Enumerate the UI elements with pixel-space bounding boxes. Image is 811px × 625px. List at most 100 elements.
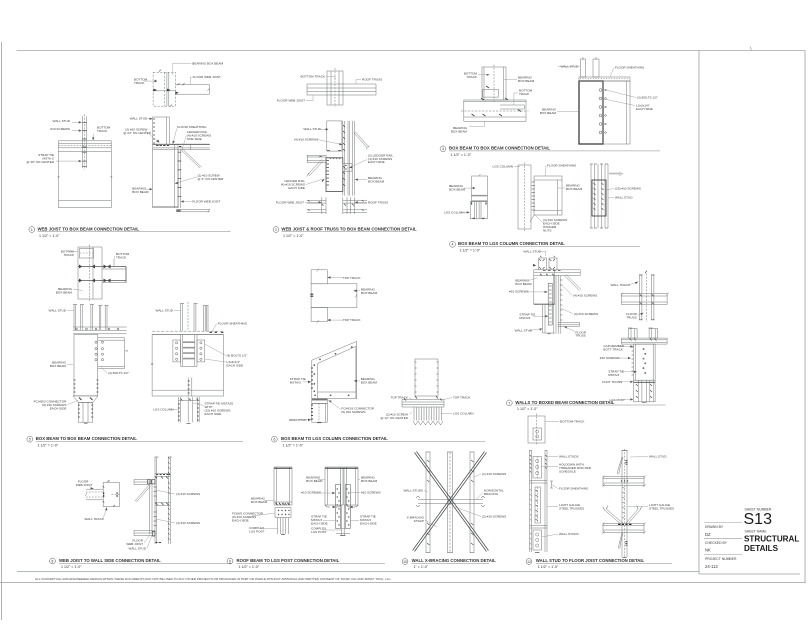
svg-text:WALL STUD: WALL STUD <box>156 309 174 313</box>
svg-text:BOX BEAM: BOX BEAM <box>451 130 468 134</box>
svg-text:LGS POST: LGS POST <box>609 398 625 402</box>
svg-text:STRAP TIE: STRAP TIE <box>311 515 327 519</box>
svg-text:STEEL TRUSSES: STEEL TRUSSES <box>559 507 584 511</box>
svg-text:WALL STUD: WALL STUD <box>49 309 67 313</box>
svg-text:BOTTOM TRACK: BOTTOM TRACK <box>301 75 326 79</box>
svg-text:FLOOR SHEATHING: FLOOR SHEATHING <box>177 125 207 129</box>
svg-text:BEARING: BEARING <box>132 187 147 191</box>
svg-text:HANGER: HANGER <box>543 225 557 229</box>
svg-text:5: 5 <box>29 438 31 442</box>
svg-text:@ 24" ON CENTER: @ 24" ON CENTER <box>123 131 151 135</box>
svg-text:WEB JOIST TO BOX BEAM CONNECTI: WEB JOIST TO BOX BEAM CONNECTION DETAIL <box>38 226 140 231</box>
svg-text:BOTTOM: BOTTOM <box>134 78 148 82</box>
svg-text:TRACK: TRACK <box>519 92 530 96</box>
svg-text:SCHEDULE: SCHEDULE <box>559 470 576 474</box>
svg-text:WEB JOIST: WEB JOIST <box>76 483 93 487</box>
svg-text:BRACING: BRACING <box>484 492 499 496</box>
svg-text:#10 SCREWS: #10 SCREWS <box>50 127 70 131</box>
svg-text:(4) #10 SCREWS: (4) #10 SCREWS <box>176 492 200 496</box>
svg-text:BOX BEAM: BOX BEAM <box>515 282 532 286</box>
svg-text:WALL STUD: WALL STUD <box>129 547 147 551</box>
svg-text:TRACK: TRACK <box>467 75 478 79</box>
svg-text:BEARING: BEARING <box>515 279 530 283</box>
svg-text:WALL TRACK: WALL TRACK <box>611 283 631 287</box>
svg-text:2: 2 <box>275 228 277 232</box>
svg-text:1 1/2" = 1'-0": 1 1/2" = 1'-0" <box>239 565 260 569</box>
svg-text:ROOF TRUSS: ROOF TRUSS <box>362 78 382 82</box>
svg-text:BEARING: BEARING <box>566 184 581 188</box>
svg-text:(4) #10 SCREWS: (4) #10 SCREWS <box>176 521 200 525</box>
svg-text:BOTTOM: BOTTOM <box>464 72 478 76</box>
svg-text:FLOOR WEB JOIST: FLOOR WEB JOIST <box>277 99 305 103</box>
svg-text:WALL STUD: WALL STUD <box>303 127 321 131</box>
svg-text:TRACK: TRACK <box>134 81 145 85</box>
svg-text:DZ: DZ <box>705 532 711 537</box>
svg-text:BEARING: BEARING <box>361 288 376 292</box>
svg-text:1 1/2" = 1'-0": 1 1/2" = 1'-0" <box>38 444 59 448</box>
svg-text:#10 SCREWS: #10 SCREWS <box>600 356 620 360</box>
svg-text:1 1/2" = 1'-0": 1 1/2" = 1'-0" <box>517 407 538 411</box>
svg-text:BEARING BOX BEAM: BEARING BOX BEAM <box>192 62 223 66</box>
svg-text:THREADED ROD PER: THREADED ROD PER <box>559 466 592 470</box>
svg-text:(4) #10 SCREWS: (4) #10 SCREWS <box>187 134 211 138</box>
svg-text:(8) #10 SCREWS: (8) #10 SCREWS <box>232 515 256 519</box>
svg-text:6: 6 <box>273 438 275 442</box>
svg-text:NK: NK <box>705 547 711 552</box>
svg-text:(25) #10 SCREWS: (25) #10 SCREWS <box>615 187 641 191</box>
svg-text:S13: S13 <box>744 511 773 528</box>
svg-text:BEARING: BEARING <box>518 76 533 80</box>
svg-text:ROOF BEAM TO LGS POST CONNECTI: ROOF BEAM TO LGS POST CONNECTION DETAIL <box>237 558 340 563</box>
svg-text:WALL STUD: WALL STUD <box>649 455 667 459</box>
svg-text:FC/HD/3 CONNECTOR: FC/HD/3 CONNECTOR <box>34 400 68 404</box>
svg-text:BOX BEAM: BOX BEAM <box>306 479 323 483</box>
svg-text:STRAP TIE: STRAP TIE <box>38 153 54 157</box>
svg-text:BOX BEAM: BOX BEAM <box>361 380 378 384</box>
svg-text:1 1/2" = 1'-0": 1 1/2" = 1'-0" <box>61 565 82 569</box>
svg-text:STRAP TIE: STRAP TIE <box>360 515 376 519</box>
svg-text:BOX BEAM: BOX BEAM <box>368 179 385 183</box>
svg-text:BEARING: BEARING <box>368 176 383 180</box>
svg-text:MSTA G: MSTA G <box>43 157 55 161</box>
svg-text:STRAP TIE: STRAP TIE <box>519 313 535 317</box>
svg-text:1 1/2" = 1'-0": 1 1/2" = 1'-0" <box>460 249 481 253</box>
svg-text:STEEL TRUSSES: STEEL TRUSSES <box>649 507 674 511</box>
svg-text:MSTA/3: MSTA/3 <box>360 518 371 522</box>
svg-text:BEARING: BEARING <box>52 361 67 365</box>
svg-text:WEB JOIST: WEB JOIST <box>126 542 143 546</box>
svg-text:STRAP TIE: STRAP TIE <box>608 370 624 374</box>
svg-text:TRACK: TRACK <box>116 256 127 260</box>
svg-text:WALL STUD: WALL STUD <box>523 249 541 253</box>
svg-text:BOX BEAM: BOX BEAM <box>361 291 378 295</box>
svg-text:EACH SIDE: EACH SIDE <box>360 522 377 526</box>
svg-text:FLOOR WEB JOIST: FLOOR WEB JOIST <box>276 200 304 204</box>
svg-text:7: 7 <box>508 401 510 405</box>
svg-text:BOX BEAM: BOX BEAM <box>540 111 557 115</box>
svg-text:X-BRACING: X-BRACING <box>407 516 425 520</box>
svg-text:1 1/2" = 1'-0": 1 1/2" = 1'-0" <box>283 234 304 238</box>
svg-text:STRAP: STRAP <box>414 519 424 523</box>
svg-text:BOX BEAM: BOX BEAM <box>449 188 466 192</box>
svg-text:(4) #10 SCREWS: (4) #10 SCREWS <box>574 312 598 316</box>
svg-text:ONE SIDE: ONE SIDE <box>187 137 202 141</box>
svg-text:WALL STUD: WALL STUD <box>130 117 148 121</box>
svg-text:DETAILS: DETAILS <box>744 544 779 553</box>
svg-text:CAP MEMBER: CAP MEMBER <box>603 344 625 348</box>
svg-text:WALL STUD: WALL STUD <box>515 329 533 333</box>
svg-text:(5) #10 SCREWS: (5) #10 SCREWS <box>341 410 365 414</box>
svg-text:4: 4 <box>452 243 454 247</box>
svg-text:(4) #10 SCREWS: (4) #10 SCREWS <box>573 293 597 297</box>
svg-text:FLOOR: FLOOR <box>626 312 637 316</box>
svg-text:LGS COLUMN: LGS COLUMN <box>153 408 173 412</box>
svg-text:BEARING: BEARING <box>58 287 73 291</box>
svg-text:FC84/3 CONNECTOR: FC84/3 CONNECTOR <box>232 512 264 516</box>
svg-text:WALL STUD TO FLOOR JOIST CONNE: WALL STUD TO FLOOR JOIST CONNECTION DETA… <box>536 558 645 563</box>
svg-text:TOP TRACK: TOP TRACK <box>390 396 408 400</box>
svg-text:BEARING: BEARING <box>453 126 468 130</box>
svg-text:MSTA/3: MSTA/3 <box>290 381 301 385</box>
svg-text:BOX BEAM TO BOX BEAM CONNECTIO: BOX BEAM TO BOX BEAM CONNECTION DETAIL <box>449 146 550 151</box>
svg-text:LGS COLUMN: LGS COLUMN <box>453 412 473 416</box>
svg-text:WEB JOIST & ROOF TRUSS TO BOX: WEB JOIST & ROOF TRUSS TO BOX BEAM CONNE… <box>281 226 417 231</box>
svg-text:LEDGER RAIL: LEDGER RAIL <box>187 130 208 134</box>
svg-text:HORIZONTAL: HORIZONTAL <box>484 489 504 493</box>
svg-text:FLOOR SHEATHING: FLOOR SHEATHING <box>559 487 589 491</box>
